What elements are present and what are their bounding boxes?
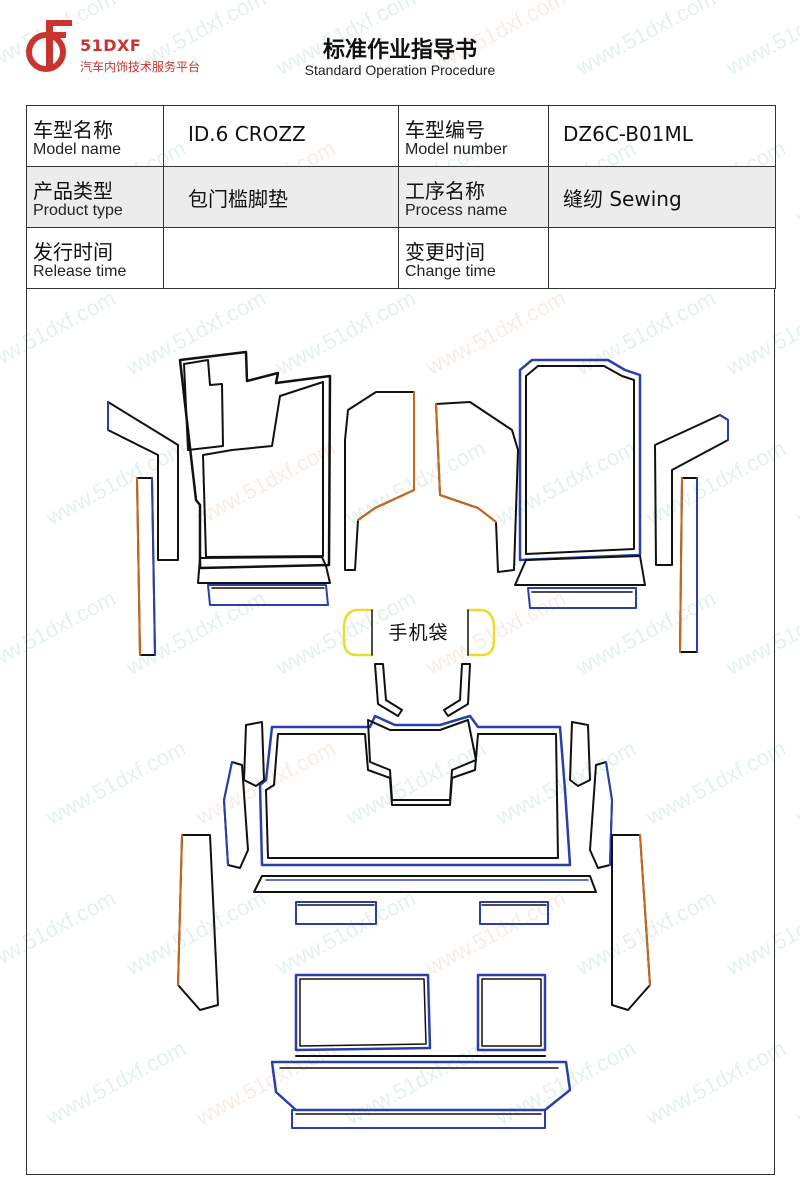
product-type-label-cell: 产品类型 Product type <box>26 166 164 228</box>
rear-right-door-strip <box>611 834 651 1011</box>
front-right-mat-inner <box>525 365 635 555</box>
front-right-mat <box>435 358 729 653</box>
rear-left-side-flap <box>243 721 265 787</box>
front-left-mat <box>107 350 415 656</box>
rear-heel-pad-right <box>479 901 549 925</box>
info-row-product: 产品类型 Product type 包门槛脚垫 工序名称 Process nam… <box>26 166 776 228</box>
document-subtitle: Standard Operation Procedure <box>304 62 496 78</box>
rear-sill-strip <box>253 875 597 893</box>
product-type-value: 包门槛脚垫 <box>188 187 288 211</box>
release-time-label-en: Release time <box>33 263 127 280</box>
brand-tagline: 汽车内饰技术服务平台 <box>80 60 201 74</box>
model-number-label-cn: 车型编号 <box>405 118 485 142</box>
rear-left-door-strip <box>177 834 219 1011</box>
front-left-side-strip <box>107 401 179 561</box>
front-left-sill-a <box>197 556 331 584</box>
trunk-right-panel <box>476 973 547 1052</box>
product-type-label-cn: 产品类型 <box>33 179 113 203</box>
phone-pocket-group <box>342 608 496 717</box>
model-name-value: ID.6 CROZZ <box>188 122 306 146</box>
process-name-value-cell: 缝纫 Sewing <box>548 166 776 228</box>
trunk-bottom-strip <box>291 1109 546 1129</box>
process-name-label-cn: 工序名称 <box>405 179 485 203</box>
brand-name: 51DXF <box>80 36 142 55</box>
drawing-frame <box>26 288 775 1175</box>
front-left-sill-b <box>207 584 329 606</box>
pocket-strap-right <box>443 663 471 717</box>
change-time-label-cell: 变更时间 Change time <box>398 227 549 289</box>
rear-right-side-flap <box>569 721 591 787</box>
phone-pocket-label: 手机袋 <box>388 622 449 644</box>
front-left-heel-pad <box>183 359 224 451</box>
process-name-label-cell: 工序名称 Process name <box>398 166 549 228</box>
front-left-mat-inner <box>202 381 324 558</box>
release-time-label-cn: 发行时间 <box>33 240 113 264</box>
front-right-tunnel-piece <box>435 401 519 573</box>
front-left-mat-outer <box>178 350 332 570</box>
release-time-value-cell <box>163 227 399 289</box>
trunk-left-panel <box>294 973 432 1052</box>
rear-center-tab <box>367 719 477 801</box>
rear-mat-outer <box>258 714 572 867</box>
info-table: 车型名称 Model name ID.6 CROZZ 车型编号 Model nu… <box>26 105 776 289</box>
process-name-label-en: Process name <box>405 202 508 219</box>
phone-pocket-right-tab <box>466 608 496 657</box>
info-row-model: 车型名称 Model name ID.6 CROZZ 车型编号 Model nu… <box>26 105 776 167</box>
process-name-value: 缝纫 Sewing <box>563 187 682 211</box>
front-right-side-strip <box>654 414 729 566</box>
model-name-label-en: Model name <box>33 141 122 158</box>
model-name-label-cn: 车型名称 <box>33 118 113 142</box>
model-number-label-cell: 车型编号 Model number <box>398 105 549 167</box>
change-time-label-en: Change time <box>405 263 496 280</box>
trunk-mat <box>270 973 572 1129</box>
51dxf-logo-icon <box>26 20 72 72</box>
front-right-sill-a <box>514 555 646 586</box>
model-number-label-en: Model number <box>405 141 508 158</box>
phone-pocket-left-tab <box>342 608 374 657</box>
rear-main-mat <box>177 714 651 1011</box>
rear-heel-pad-left <box>295 901 377 925</box>
model-number-value: DZ6C-B01ML <box>563 122 693 146</box>
model-number-value-cell: DZ6C-B01ML <box>548 105 776 167</box>
rear-mat-inner <box>265 733 559 859</box>
change-time-label-cn: 变更时间 <box>405 240 485 264</box>
front-right-sill-b <box>527 587 637 609</box>
pocket-strap-left <box>374 663 403 717</box>
product-type-value-cell: 包门槛脚垫 <box>163 166 399 228</box>
front-left-tunnel-piece <box>344 391 415 571</box>
model-name-value-cell: ID.6 CROZZ <box>163 105 399 167</box>
front-right-mat-outer <box>518 358 642 562</box>
trunk-base <box>270 1060 572 1112</box>
product-type-label-en: Product type <box>33 202 123 219</box>
document-title: 标准作业指导书 <box>322 38 477 63</box>
